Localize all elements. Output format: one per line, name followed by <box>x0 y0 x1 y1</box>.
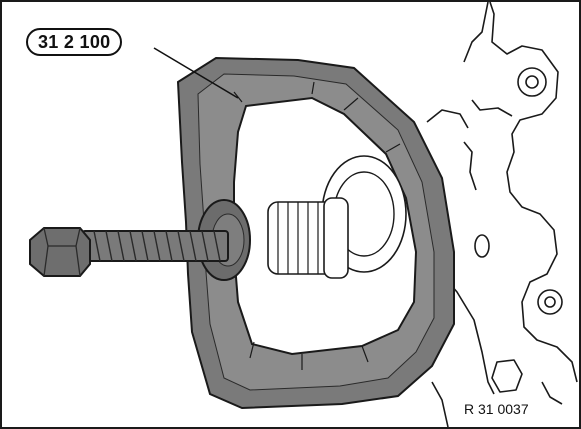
part-number-callout: 31 2 100 <box>26 28 123 56</box>
callout-leader-line <box>153 47 239 99</box>
threaded-spindle <box>29 227 229 277</box>
pressure-sleeve <box>267 197 349 279</box>
figure-reference-code: R 31 0037 <box>464 401 529 417</box>
wheel-hub-knuckle <box>426 2 578 427</box>
